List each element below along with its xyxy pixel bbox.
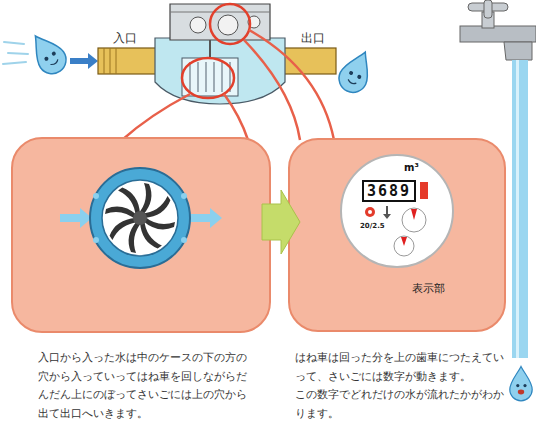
indicator-center bbox=[368, 210, 372, 214]
blade-line bbox=[213, 62, 214, 92]
zoom-line bbox=[244, 40, 300, 140]
impeller-blade bbox=[129, 221, 142, 253]
water-stream bbox=[512, 60, 528, 358]
text-box: 3689 bbox=[362, 180, 416, 202]
faucet bbox=[460, 0, 536, 60]
thread-line bbox=[104, 48, 105, 74]
flow-arrow bbox=[190, 208, 222, 228]
label-box: はね車は回った分を上の歯車につたえていって、さいごには数字が動きます。 bbox=[295, 349, 507, 386]
water-drop-character bbox=[510, 366, 532, 400]
highlight-circle bbox=[210, 4, 250, 44]
water-stream-highlight bbox=[516, 60, 519, 358]
label-box: この数字でどれだけの水が流れたかがわかります。 bbox=[295, 386, 507, 423]
part-label: 表示部 bbox=[412, 282, 445, 296]
gear bbox=[218, 15, 238, 35]
impeller-hub bbox=[133, 211, 147, 225]
motion-line bbox=[4, 42, 24, 44]
motion-lines bbox=[3, 42, 28, 64]
dial-pointer bbox=[401, 237, 407, 246]
impeller-case bbox=[90, 168, 190, 268]
blade-line bbox=[221, 62, 222, 92]
drop-body bbox=[334, 46, 378, 97]
water-drop-character bbox=[24, 28, 72, 79]
blade-line bbox=[205, 62, 206, 92]
label-box: 入口から入った水は中のケースの下の方の穴から入っていってはね車を回しながらだんだ… bbox=[38, 349, 250, 423]
text-box: 表示部 bbox=[412, 282, 445, 296]
blade-line bbox=[189, 62, 190, 92]
drop-body bbox=[24, 28, 72, 79]
label-box: 出口 bbox=[301, 31, 325, 45]
motion-line bbox=[8, 53, 28, 54]
faucet-spout bbox=[504, 42, 532, 60]
impeller-illustration bbox=[60, 168, 222, 268]
text-box: m³ bbox=[404, 162, 419, 175]
explanation-text: 入口から入った水は中のケースの下の方の穴から入っていってはね車を回しながらだんだ… bbox=[38, 349, 250, 423]
outlet-label: 出口 bbox=[301, 31, 325, 45]
drop-body bbox=[510, 366, 532, 400]
thread-line bbox=[110, 48, 111, 74]
impeller-wheel bbox=[105, 183, 175, 253]
motion-line bbox=[3, 62, 26, 64]
case-hole bbox=[181, 193, 187, 199]
zoom-line bbox=[122, 94, 190, 140]
sub-dial bbox=[402, 208, 426, 232]
water-drop-character bbox=[334, 46, 378, 97]
blade-line bbox=[197, 62, 198, 92]
zoom-line bbox=[224, 94, 248, 140]
dial-face bbox=[342, 156, 452, 266]
explanation-text: この数字でどれだけの水が流れたかがわかります。 bbox=[295, 386, 507, 423]
impeller-blade bbox=[143, 216, 175, 229]
case-holes bbox=[93, 193, 187, 243]
inlet-fitting bbox=[98, 48, 160, 74]
shaft bbox=[209, 40, 211, 58]
sub-dial bbox=[394, 236, 414, 256]
drop-mouth bbox=[347, 79, 356, 85]
meter-rating: 20/2.5 bbox=[360, 222, 385, 231]
outlet-fitting bbox=[280, 48, 336, 74]
drop-mouth bbox=[518, 390, 524, 395]
flow-arrow bbox=[70, 53, 98, 69]
direction-arrow bbox=[383, 206, 391, 219]
water-meter bbox=[98, 4, 336, 104]
red-digit-wheel bbox=[420, 182, 428, 199]
indicator-icon bbox=[365, 207, 375, 217]
drop-eye bbox=[51, 51, 57, 57]
inlet-label: 入口 bbox=[113, 31, 137, 45]
faucet-pipe bbox=[460, 26, 536, 42]
impeller-chamber bbox=[102, 180, 178, 256]
explanation-text: はね車は回った分を上の歯車につたえていって、さいごには数字が動きます。 bbox=[295, 349, 507, 386]
impeller-panel bbox=[12, 138, 270, 332]
drop-eye bbox=[348, 70, 353, 75]
housing-line bbox=[170, 12, 270, 13]
thread-line bbox=[116, 48, 117, 74]
dial-pointer bbox=[411, 209, 417, 220]
drop-eye bbox=[523, 384, 526, 387]
flow-arrow bbox=[60, 208, 92, 228]
case-hole bbox=[93, 237, 99, 243]
impeller-blade bbox=[138, 183, 151, 215]
meter-dial: m³ 3689 20/2.5 bbox=[340, 154, 454, 268]
case-hole bbox=[93, 193, 99, 199]
zoom-lines bbox=[122, 30, 334, 140]
drop-mouth bbox=[50, 59, 59, 66]
meter-body bbox=[155, 38, 285, 104]
text-box: 20/2.5 bbox=[360, 222, 385, 231]
faucet-handle bbox=[484, 0, 492, 18]
highlight-circle bbox=[182, 58, 234, 98]
case-hole bbox=[181, 237, 187, 243]
zoom-line bbox=[249, 30, 334, 140]
display-panel: 表示部 m³ 3689 20/2.5 bbox=[288, 138, 506, 332]
label-box: 入口 bbox=[113, 31, 137, 45]
impeller-blade bbox=[105, 207, 137, 220]
impeller-blades bbox=[190, 62, 230, 92]
meter-reading: 3689 bbox=[362, 180, 416, 202]
drop-eye bbox=[516, 384, 519, 387]
drop-eye bbox=[357, 74, 362, 79]
drop-eye bbox=[44, 56, 50, 62]
unit-label: m³ bbox=[404, 162, 419, 175]
gear bbox=[190, 17, 206, 33]
